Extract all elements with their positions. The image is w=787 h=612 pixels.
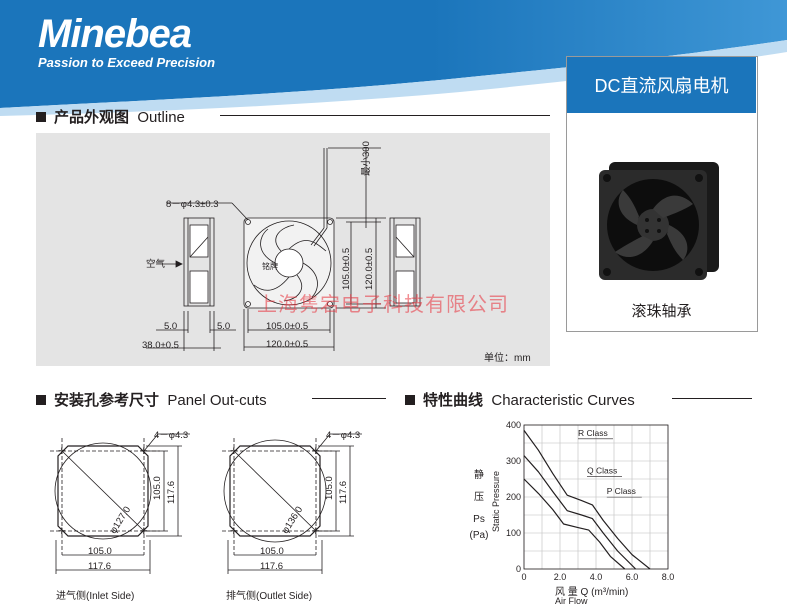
panel-heading-en: Panel Out-cuts: [167, 392, 267, 409]
fan-side-profile-right: [389, 217, 421, 307]
unit-label: 单位：mm: [484, 353, 531, 364]
series-label-p-class: P Class: [607, 486, 636, 496]
curves-heading: 特性曲线 Characteristic Curves: [405, 389, 635, 410]
fan-front-view: [243, 148, 335, 309]
ylabel-cn-3: Ps: [473, 514, 485, 525]
y-tick-label: 300: [506, 456, 521, 466]
y-tick-label: 0: [516, 564, 521, 574]
outlet-height-outer-dim: 117.6: [338, 480, 349, 504]
curves-heading-rule: [672, 398, 752, 399]
y-tick-label: 100: [506, 528, 521, 538]
fan-photo: [599, 162, 719, 280]
panel-heading-cn: 安装孔参考尺寸: [54, 392, 160, 409]
svg-text:✛: ✛: [58, 446, 66, 456]
y-tick-label: 400: [506, 420, 521, 430]
svg-text:✛: ✛: [58, 526, 66, 536]
side-flange-right-dim: 5.0: [217, 321, 231, 332]
inlet-holes-dim: 4－φ4.3: [154, 430, 189, 441]
x-tick-label: 0: [521, 572, 526, 580]
svg-text:✛: ✛: [230, 446, 238, 456]
outlet-height-inner-dim: 105.0: [324, 476, 335, 500]
characteristic-curve-chart: 0 2.0 4.0 6.0 8.0 0 100 200 300 400 R Class Q Class…: [506, 420, 675, 580]
outline-holes-dim: 8－φ4.3±0.3: [166, 199, 219, 210]
front-width-outer-dim: 120.0±0.5: [266, 339, 309, 350]
x-tick-label: 4.0: [590, 572, 603, 580]
outlet-caption: 排气侧(Outlet Side): [226, 591, 313, 602]
series-label-q-class: Q Class: [587, 466, 617, 476]
x-tick-label: 2.0: [554, 572, 567, 580]
watermark: 上海隽宕电子科技有限公司: [257, 294, 509, 316]
airflow-label: 空气: [146, 259, 166, 270]
product-title: DC直流风扇电机: [567, 57, 756, 113]
lead-length-dim: 最小300: [361, 141, 372, 176]
brand-tagline: Passion to Exceed Precision: [38, 55, 216, 70]
inlet-width-outer-dim: 117.6: [88, 561, 112, 572]
outline-heading: 产品外观图 Outline: [36, 106, 185, 127]
ylabel-cn-2: 压: [474, 492, 484, 503]
x-tick-label: 8.0: [662, 572, 675, 580]
xlabel-cn: 风 量 Q (m³/min): [555, 587, 629, 598]
inlet-height-inner-dim: 105.0: [152, 476, 163, 500]
outline-heading-cn: 产品外观图: [54, 109, 130, 126]
inlet-caption: 进气侧(Inlet Side): [56, 591, 135, 602]
outline-heading-en: Outline: [137, 109, 185, 126]
ylabel-cn-4: (Pa): [469, 530, 489, 541]
series-line-p-class: [523, 478, 626, 570]
outlet-width-inner-dim: 105.0: [260, 546, 284, 557]
outline-drawing: [146, 147, 421, 351]
ylabel-cn-1: 静: [474, 470, 484, 481]
series-line-q-class: [523, 455, 637, 570]
xlabel-en: Air Flow: [555, 596, 588, 606]
product-caption: 滚珠轴承: [631, 303, 692, 320]
outlet-holes-dim: 4－φ4.3: [326, 430, 361, 441]
series-label-r-class: R Class: [578, 428, 608, 438]
inlet-height-outer-dim: 117.6: [166, 480, 177, 504]
svg-text:✛: ✛: [230, 526, 238, 536]
inlet-cutout: ✛ ✛ ✛ ✛: [50, 433, 190, 574]
y-tick-label: 200: [506, 492, 521, 502]
ylabel-cn: 静 压 Ps (Pa): [466, 468, 492, 544]
panel-heading: 安装孔参考尺寸 Panel Out-cuts: [36, 389, 267, 410]
front-height-inner-dim: 105.0±0.5: [341, 247, 352, 290]
panel-cutout-drawings: ✛ ✛ ✛ ✛ ✛ ✛ ✛ ✛: [50, 433, 362, 574]
header-band: [0, 0, 787, 116]
x-tick-label: 6.0: [626, 572, 639, 580]
fan-side-profile-left: [183, 217, 215, 307]
outline-heading-rule: [220, 115, 550, 116]
series-line-r-class: [523, 430, 651, 570]
curves-heading-en: Characteristic Curves: [491, 392, 635, 409]
curves-heading-cn: 特性曲线: [423, 392, 484, 409]
nameplate-label: 铭牌: [262, 262, 278, 271]
brand-logo: Minebea: [38, 12, 192, 56]
outlet-width-outer-dim: 117.6: [260, 561, 284, 572]
plot-frame: [523, 424, 669, 570]
panel-heading-rule: [312, 398, 386, 399]
depth-dim: 38.0±0.5: [142, 340, 179, 351]
inlet-width-inner-dim: 105.0: [88, 546, 112, 557]
front-height-outer-dim: 120.0±0.5: [364, 247, 375, 290]
outlet-cutout: ✛ ✛ ✛ ✛: [222, 433, 362, 574]
side-flange-left-dim: 5.0: [164, 321, 178, 332]
front-width-inner-dim: 105.0±0.5: [266, 321, 309, 332]
